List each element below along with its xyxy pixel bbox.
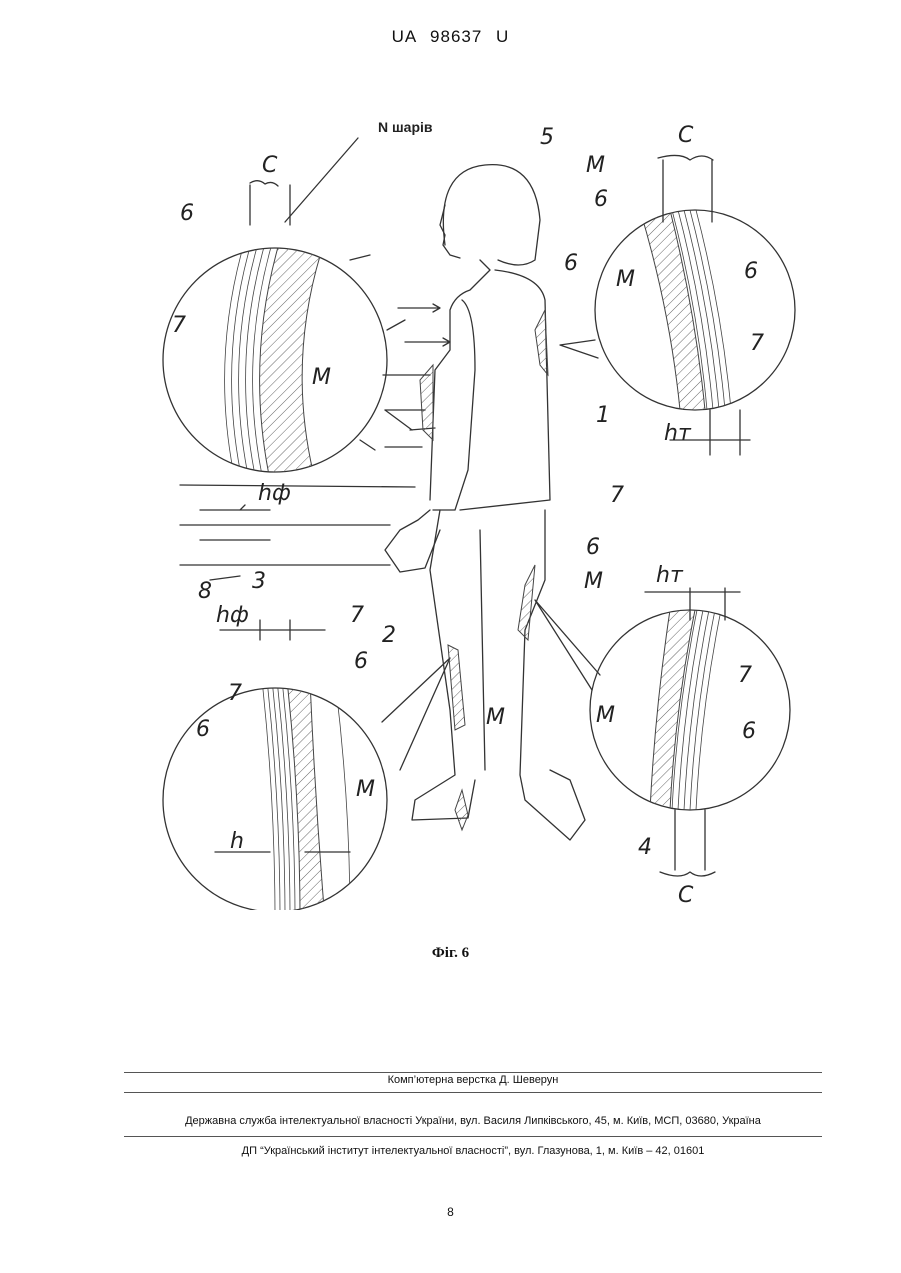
label-6-knee: 6 [354,649,368,674]
label-ht-bottom: hт [656,563,684,588]
label-2: 2 [382,623,396,648]
label-c-top-right: C [678,123,694,148]
label-6-bottom-left: 6 [196,717,210,742]
label-n-layers: N шарів [378,119,433,135]
label-m-bottom-right: M [596,703,615,728]
label-3: 3 [252,569,266,594]
label-7-bottom-right: 7 [738,663,752,688]
label-6-back: 6 [564,251,578,276]
page-number: 8 [0,1205,901,1219]
label-6-top-right: 6 [744,259,758,284]
label-7-bottom-left: 7 [228,681,242,706]
footer-institute: ДП “Український інститут інтелектуальної… [124,1145,822,1157]
label-8: 8 [198,579,212,604]
label-m-top-right: M [616,267,635,292]
detail-circle-torso-back [560,210,795,410]
label-7-top-left: 7 [172,313,186,338]
label-1: 1 [596,403,610,428]
label-c-bottom: C [678,883,694,908]
label-6-hip: 6 [586,535,600,560]
label-4: 4 [638,835,652,860]
detail-circle-torso-front [163,240,435,480]
label-h: h [230,829,244,854]
detail-circle-leg-back [535,600,790,810]
footer-rule-1 [124,1072,822,1073]
footer-rule-2 [124,1092,822,1093]
label-6-bottom-right: 6 [742,719,756,744]
label-m-top-left: M [312,365,331,390]
footer-rule-3 [124,1136,822,1137]
label-hf-bottom: hф [216,603,249,628]
figure-caption: Фіг. 6 [0,945,901,962]
label-7-top-right: 7 [750,331,764,356]
footer-layout-credit: Комп’ютерна верстка Д. Шеверун [124,1074,822,1086]
label-hf-top: hф [258,481,291,506]
label-m-knee: M [486,705,505,730]
label-m-hip: M [584,569,603,594]
impact-arrows [180,304,450,565]
footer-agency: Державна служба інтелектуальної власност… [124,1115,822,1127]
label-m-head: M [586,153,605,178]
label-7-leg: 7 [350,603,364,628]
detail-circle-leg-front [163,658,450,910]
label-ht-top: hт [664,421,692,446]
figure-drawing: N шарів C 6 7 M hф 5 M 6 C 6 M 6 7 hт 1 … [150,110,800,910]
label-c-top-left: C [262,153,278,178]
label-6-head: 6 [594,187,608,212]
human-figure-suit [385,165,585,840]
label-5: 5 [540,125,554,150]
label-7-jacket: 7 [610,483,624,508]
patent-number-header: UA 98637 U [0,27,901,47]
label-6-top-left: 6 [180,201,194,226]
label-m-bottom-left: M [356,777,375,802]
patent-figure-6: N шарів C 6 7 M hф 5 M 6 C 6 M 6 7 hт 1 … [150,110,800,910]
